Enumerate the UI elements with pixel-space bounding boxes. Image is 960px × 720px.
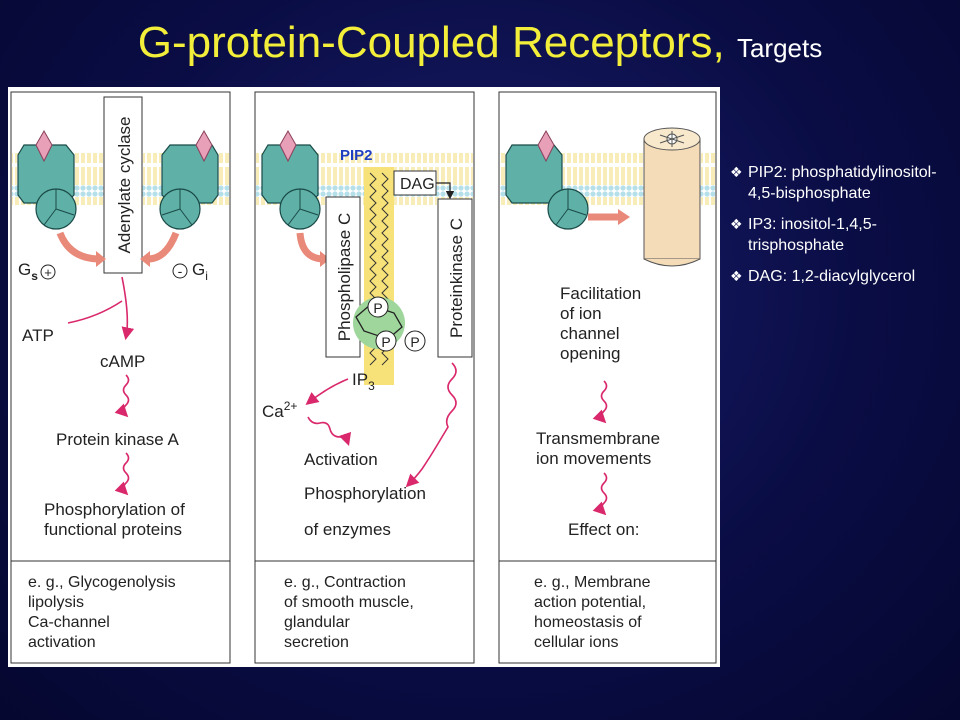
svg-text:activation: activation <box>28 634 96 651</box>
gpcr-diagram: Adenylate cyclase Gs + - Gi ATP cAMP Pro… <box>10 91 717 664</box>
transmembrane-squiggle-arrow <box>592 472 608 516</box>
note-text: IP3: inositol-1,4,5-trisphosphate <box>748 216 877 254</box>
phos2-line1: Phosphorylation <box>304 484 426 503</box>
panel2-example: e. g., Contraction of smooth muscle, gla… <box>284 574 414 651</box>
slide-title: G-protein-Coupled Receptors, Targets <box>0 18 960 68</box>
adenylate-cyclase-box <box>103 96 143 274</box>
bullet-icon: ❖ <box>730 268 743 284</box>
ligand-icon <box>279 129 297 163</box>
panel1-example: e. g., Glycogenolysis lipolysis Ca-chann… <box>28 574 176 651</box>
phos1-line2: functional proteins <box>44 520 182 539</box>
note-ip3: ❖ IP3: inositol-1,4,5-trisphosphate <box>730 214 955 256</box>
panel3-frame <box>498 91 717 664</box>
atp-arrow <box>121 276 135 341</box>
ligand-icon <box>35 129 53 163</box>
abbreviation-notes: ❖ PIP2: phosphatidylinositol-4,5-bisphos… <box>730 162 955 297</box>
svg-text:Ca-channel: Ca-channel <box>28 614 110 631</box>
pip2-label: PIP2 <box>340 147 373 164</box>
atp-label: ATP <box>22 326 54 345</box>
svg-text:-: - <box>178 263 183 279</box>
adenylate-cyclase-label: Adenylate cyclase <box>115 116 134 253</box>
ligand-icon <box>537 129 555 163</box>
activation-label: Activation <box>304 450 378 469</box>
note-dag: ❖ DAG: 1,2-diacylglycerol <box>730 266 955 287</box>
calcium-squiggle-arrow <box>307 416 352 447</box>
svg-text:cellular ions: cellular ions <box>534 634 618 651</box>
pka-squiggle-arrow <box>114 452 130 496</box>
panel3-example: e. g., Membrane action potential, homeos… <box>534 574 651 651</box>
svg-text:e. g., Glycogenolysis: e. g., Glycogenolysis <box>28 574 176 591</box>
phosphate-icon-2 <box>375 330 397 352</box>
calcium-label: Ca2+ <box>262 399 297 421</box>
phosphate-icon-1 <box>367 296 389 318</box>
dag-arrow <box>436 182 455 200</box>
title-sub: Targets <box>736 33 823 63</box>
svg-text:e. g., Contraction: e. g., Contraction <box>284 574 406 591</box>
gs-label: Gs <box>18 260 38 283</box>
svg-text:of ion: of ion <box>560 304 602 323</box>
note-text: DAG: 1,2-diacylglycerol <box>748 268 916 285</box>
panel1-frame <box>10 91 231 664</box>
phos1-line1: Phosphorylation of <box>44 500 185 519</box>
svg-text:action potential,: action potential, <box>534 594 646 611</box>
bullet-icon: ❖ <box>730 216 743 232</box>
svg-text:P: P <box>373 300 382 316</box>
panel1-receptor-left <box>17 129 77 230</box>
svg-text:glandular: glandular <box>284 614 351 631</box>
gpcr-figure: Adenylate cyclase Gs + - Gi ATP cAMP Pro… <box>8 87 720 667</box>
ligand-icon <box>195 129 213 163</box>
ip3-label: IP3 <box>352 370 375 393</box>
phosphate-icon-3 <box>404 330 426 352</box>
pka-label: Protein kinase A <box>56 430 180 449</box>
svg-text:of smooth muscle,: of smooth muscle, <box>284 594 414 611</box>
proteinkinase-c-label: Proteinkinase C <box>447 218 466 338</box>
transmembrane-line1: Transmembrane <box>536 429 660 448</box>
note-pip2: ❖ PIP2: phosphatidylinositol-4,5-bisphos… <box>730 162 955 204</box>
svg-text:Facilitation: Facilitation <box>560 284 641 303</box>
gs-arrow <box>56 231 101 263</box>
title-main: G-protein-Coupled Receptors, <box>137 18 725 67</box>
svg-text:homeostasis of: homeostasis of <box>534 614 642 631</box>
dag-label: DAG <box>400 176 435 193</box>
camp-label: cAMP <box>100 352 145 371</box>
svg-text:lipolysis: lipolysis <box>28 594 84 611</box>
facilitation-squiggle-arrow <box>592 380 608 424</box>
panel2-receptor <box>261 129 321 230</box>
pip2-column <box>364 167 394 385</box>
effect-label: Effect on: <box>568 520 640 539</box>
svg-text:+: + <box>44 265 52 280</box>
note-text: PIP2: phosphatidylinositol-4,5-bisphosph… <box>748 164 937 202</box>
gs-plus-icon <box>40 264 56 280</box>
phospholipase-c-label: Phospholipase C <box>335 213 354 342</box>
panel3-receptor <box>505 129 589 230</box>
phos2-line2: of enzymes <box>304 520 391 539</box>
gi-minus-icon <box>172 263 188 279</box>
bullet-icon: ❖ <box>730 164 743 180</box>
transmembrane-line2: ion movements <box>536 449 651 468</box>
svg-text:e. g., Membrane: e. g., Membrane <box>534 574 651 591</box>
svg-text:opening: opening <box>560 344 621 363</box>
panel1-receptor-right <box>159 129 219 230</box>
svg-text:P: P <box>381 334 390 350</box>
svg-text:P: P <box>410 334 419 350</box>
ip3-arrow <box>305 378 349 405</box>
panel2-frame <box>254 91 475 664</box>
gi-arrow <box>147 231 180 263</box>
pkc-squiggle-arrow <box>405 362 457 488</box>
dag-box <box>393 170 437 196</box>
svg-text:channel: channel <box>560 324 620 343</box>
panel3-facilitation: Facilitation of ion channel opening <box>560 284 641 363</box>
gi-label: Gi <box>192 260 208 283</box>
camp-squiggle-arrow <box>114 374 130 418</box>
proteinkinase-c-box <box>437 198 473 358</box>
ion-channel-icon <box>643 127 701 267</box>
svg-text:secretion: secretion <box>284 634 349 651</box>
